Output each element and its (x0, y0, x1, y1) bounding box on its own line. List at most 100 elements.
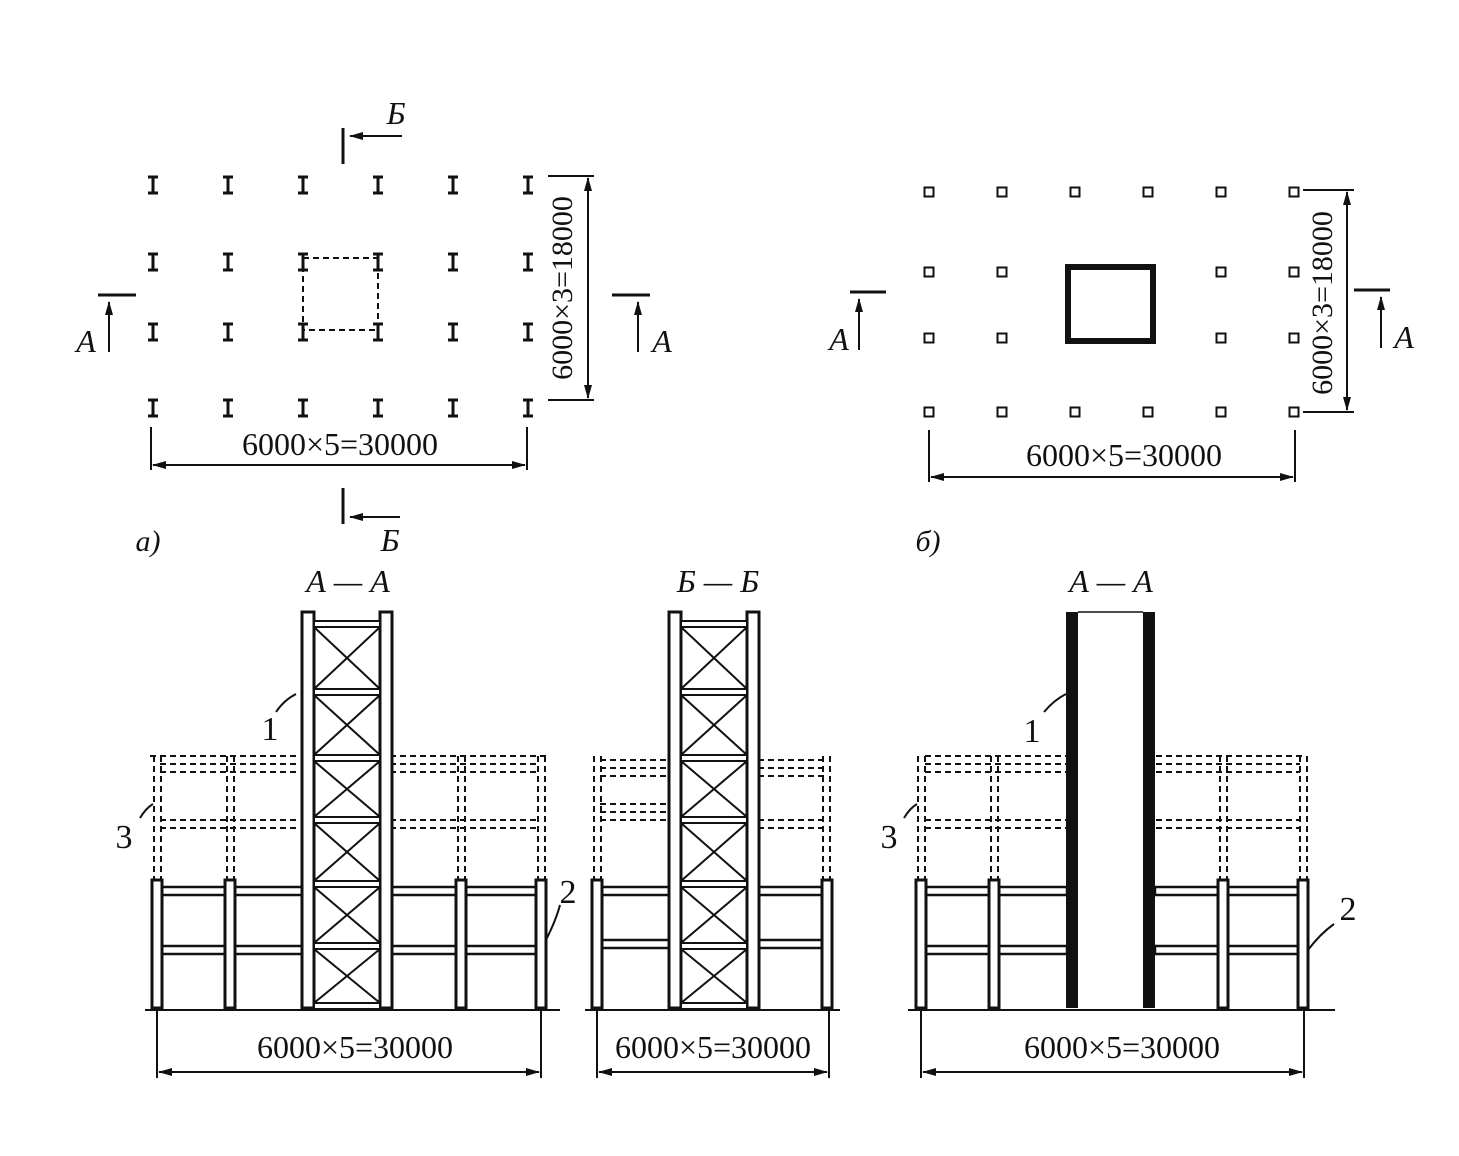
plan-a-column-symbol (148, 398, 158, 418)
plan-b-section-a-right-marker: А (1354, 288, 1414, 355)
section-bb-dimension: 6000×5=30000 (596, 1010, 830, 1078)
section-aa-concrete-title: А — А (1067, 563, 1153, 599)
section-aa-concrete: А — А (881, 563, 1357, 1078)
plan-b-column-symbol (996, 186, 1008, 198)
section-aa-steel-callout-3-label: 3 (116, 819, 133, 856)
plan-a-column-symbol (148, 322, 158, 342)
plan-a-section-a-right-marker: А (612, 293, 672, 359)
plan-a-height-label: 6000×3=18000 (546, 196, 579, 380)
plan-a-column-symbol (223, 252, 233, 272)
section-aa-steel-core-brace (313, 694, 381, 756)
section-bb-core-brace (680, 760, 748, 818)
section-aa-steel-core-strut (313, 754, 381, 762)
section-aa-steel-callout-1: 1 (262, 693, 297, 748)
section-aa-steel-core-brace (313, 822, 381, 882)
plan-a-column-symbol (298, 398, 308, 418)
plan-a-section-b-bottom-marker: Б (341, 488, 400, 558)
plan-b-column-symbol (1142, 406, 1154, 418)
section-bb-built-frame (590, 878, 834, 1010)
section-bb-core-strut (680, 880, 748, 888)
section-aa-concrete-callout-2-label: 2 (1340, 891, 1357, 928)
section-bb: Б — Б (585, 563, 840, 1078)
section-aa-steel-core-strut (313, 816, 381, 824)
section-aa-steel-core-strut (313, 620, 381, 628)
plan-a-column-symbol (373, 175, 383, 195)
plan-b-caption: б) (915, 525, 940, 558)
section-aa-steel-dimension: 6000×5=30000 (156, 1010, 542, 1078)
plan-a-column-symbol (448, 322, 458, 342)
plan-a-column-symbol (523, 252, 533, 272)
plan-b-height-label: 6000×3=18000 (1306, 211, 1339, 395)
section-aa-steel-core-strut (313, 880, 381, 888)
plan-a-core-outline (302, 257, 379, 331)
plan-a-column-symbol (148, 252, 158, 272)
section-bb-core-strut (680, 688, 748, 696)
section-aa-concrete-dim-label: 6000×5=30000 (1024, 1029, 1220, 1065)
section-bb-core-brace (680, 948, 748, 1004)
plan-b-column-symbol (1288, 332, 1300, 344)
section-aa-steel-callout-2-label: 2 (560, 874, 577, 911)
section-aa-concrete-dimension: 6000×5=30000 (920, 1010, 1305, 1078)
plan-b-column-symbol (1142, 186, 1154, 198)
plan-b-column-symbol (1288, 266, 1300, 278)
section-aa-steel-dim-label: 6000×5=30000 (257, 1029, 453, 1065)
section-aa-steel-core-strut (313, 942, 381, 950)
plan-b-core (1065, 264, 1156, 344)
plan-b-column-symbol (1069, 186, 1081, 198)
section-bb-core-strut (680, 942, 748, 950)
section-aa-steel-braced-core (300, 610, 394, 1010)
plan-b-column-symbol (1215, 266, 1227, 278)
section-aa-steel-core-brace (313, 886, 381, 944)
section-bb-future-frame (593, 756, 831, 880)
plan-b-column-symbol (996, 266, 1008, 278)
plan-b-column-symbol (996, 332, 1008, 344)
section-aa-concrete-future-frame (917, 755, 1308, 880)
plan-b-column-symbol (1215, 332, 1227, 344)
plan-a-column-symbol (373, 398, 383, 418)
plan-a-column-symbol (223, 175, 233, 195)
section-bb-core-brace (680, 886, 748, 944)
plan-b-column-symbol (1288, 186, 1300, 198)
section-bb-core-strut (680, 754, 748, 762)
plan-a-section-a-left-marker: А (74, 293, 136, 359)
section-aa-concrete-callout-1: 1 (1024, 693, 1067, 750)
plan-b-height-dimension: 6000×3=18000 (1303, 189, 1354, 413)
plan-b-column-grid (923, 186, 1300, 418)
plan-a-column-symbol (448, 175, 458, 195)
plan-a-column-symbol (148, 175, 158, 195)
section-aa-steel-core-strut (313, 688, 381, 696)
plan-a-height-dimension: 6000×3=18000 (546, 175, 594, 401)
section-aa-steel: А — А (116, 563, 577, 1078)
plan-b: 6000×5=30000 6000×3=18000 А А б) (827, 186, 1414, 558)
plan-a-column-symbol (523, 398, 533, 418)
plan-b-column-symbol (923, 186, 935, 198)
plan-b-column-symbol (923, 332, 935, 344)
section-aa-concrete-callout-3: 3 (881, 803, 918, 856)
section-bb-dim-label: 6000×5=30000 (615, 1029, 811, 1065)
plan-a-section-b-bottom-label: Б (380, 522, 400, 558)
plan-b-width-label: 6000×5=30000 (1026, 437, 1222, 473)
section-aa-concrete-core-walls (1066, 611, 1155, 1008)
section-aa-steel-core-brace (313, 948, 381, 1004)
plan-a-column-symbol (448, 252, 458, 272)
plan-b-width-dimension: 6000×5=30000 (928, 430, 1296, 482)
plan-a-width-dimension: 6000×5=30000 (150, 426, 528, 470)
section-bb-title: Б — Б (676, 563, 759, 599)
section-bb-core-brace (680, 822, 748, 882)
plan-a-section-b-top-label: Б (386, 95, 406, 131)
section-aa-concrete-callout-2: 2 (1307, 891, 1357, 951)
plan-b-column-symbol (923, 266, 935, 278)
section-aa-steel-built-frame (150, 878, 548, 1010)
section-bb-core-brace (680, 626, 748, 690)
plan-a-section-a-left-label: А (74, 323, 96, 359)
section-aa-steel-callout-1-label: 1 (262, 711, 279, 748)
plan-b-section-a-left-marker: А (827, 290, 886, 357)
plan-a-column-symbol (523, 322, 533, 342)
plan-b-column-symbol (1215, 406, 1227, 418)
plan-a-section-a-right-label: А (650, 323, 672, 359)
plan-a-column-symbol (523, 175, 533, 195)
plan-a-column-symbol (448, 398, 458, 418)
section-aa-concrete-callout-1-label: 1 (1024, 713, 1041, 750)
section-aa-steel-core-brace (313, 760, 381, 818)
